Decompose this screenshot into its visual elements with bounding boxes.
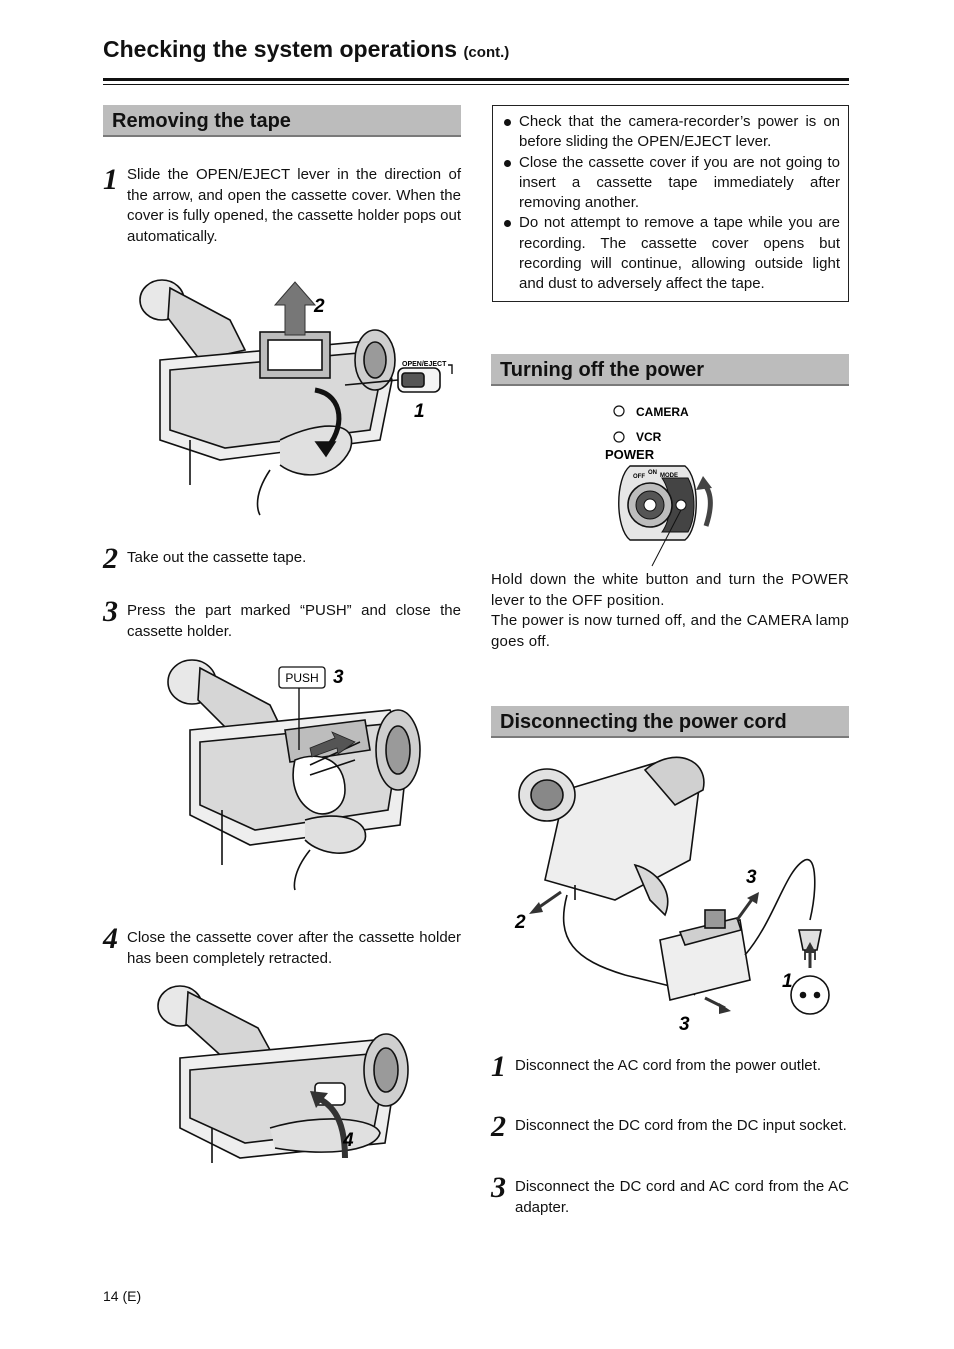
callout-label: 3 [333, 667, 344, 688]
step-4-remove: 4 Close the cassette cover after the cas… [103, 924, 461, 969]
callout-label: 1 [414, 401, 425, 422]
section-heading-power-cord: Disconnecting the power cord [491, 706, 849, 738]
vcr-lamp-label: VCR [636, 430, 662, 444]
step-number: 2 [103, 542, 118, 575]
step-text: Press the part marked “PUSH” and close t… [127, 602, 461, 640]
camera-close-cover-illustration: 4 [157, 985, 409, 1163]
step-1-cord: 1 Disconnect the AC cord from the power … [491, 1052, 849, 1082]
note-item: Do not attempt to remove a tape while yo… [503, 213, 840, 294]
callout-label: 1 [782, 971, 793, 992]
step-number: 3 [491, 1171, 506, 1204]
callout-label: 3 [679, 1014, 690, 1035]
step-2-remove: 2 Take out the cassette tape. [103, 544, 461, 574]
step-1-remove: 1 Slide the OPEN/EJECT lever in the dire… [103, 165, 461, 247]
step-number: 3 [103, 595, 118, 628]
power-label: POWER [605, 447, 655, 462]
dial-label: ON [648, 470, 657, 476]
step-text: Disconnect the DC cord and AC cord from … [515, 1178, 849, 1216]
power-off-instruction: Hold down the white button and turn the … [491, 571, 849, 609]
camera-push-holder-illustration: PUSH 3 [167, 659, 421, 891]
caution-notes-list: Check that the camera-recorder’s power i… [503, 112, 840, 295]
step-2-cord: 2 Disconnect the DC cord from the DC inp… [491, 1112, 849, 1142]
step-text: Disconnect the AC cord from the power ou… [515, 1057, 821, 1074]
step-text: Close the cassette cover after the casse… [127, 929, 461, 967]
title-rule [103, 78, 849, 81]
page-title: Checking the system operations (cont.) [103, 36, 509, 63]
caution-notes-box: Check that the camera-recorder’s power i… [492, 105, 849, 302]
power-off-result: The power is now turned off, and the CAM… [491, 612, 849, 650]
power-switch-illustration: CAMERA VCR POWER OFF ON MODE [605, 405, 713, 567]
page-title-text: Checking the system operations [103, 36, 458, 62]
note-item: Check that the camera-recorder’s power i… [503, 112, 840, 153]
step-number: 2 [491, 1110, 506, 1143]
camera-lamp-label: CAMERA [636, 405, 689, 419]
camera-lamp-icon [613, 405, 625, 417]
dial-label: MODE [660, 473, 678, 479]
open-eject-label: OPEN/EJECT [402, 361, 447, 368]
note-item: Close the cassette cover if you are not … [503, 153, 840, 214]
step-text: Take out the cassette tape. [127, 549, 307, 566]
push-label: PUSH [285, 671, 318, 685]
power-cord-illustration: 3 2 1 3 [514, 756, 830, 1035]
vcr-lamp-icon [613, 431, 625, 443]
section-heading-removing-tape: Removing the tape [103, 105, 461, 137]
step-text: Slide the OPEN/EJECT lever in the direct… [127, 166, 461, 245]
step-text: Disconnect the DC cord from the DC input… [515, 1117, 847, 1134]
step-number: 4 [103, 922, 118, 955]
callout-label: 2 [313, 296, 325, 317]
callout-label: 2 [514, 912, 526, 933]
page-title-cont: (cont.) [463, 44, 510, 61]
step-number: 1 [103, 163, 118, 196]
dial-label: OFF [633, 474, 645, 480]
camera-open-eject-illustration: OPEN/EJECT 2 1 [139, 279, 453, 516]
step-number: 1 [491, 1050, 506, 1083]
step-3-cord: 3 Disconnect the DC cord and AC cord fro… [491, 1173, 849, 1218]
step-3-remove: 3 Press the part marked “PUSH” and close… [103, 597, 461, 642]
callout-label: 4 [342, 1130, 354, 1151]
page-number: 14 (E) [103, 1288, 142, 1304]
callout-label: 3 [746, 867, 757, 888]
title-rule-thin [103, 84, 849, 85]
section-heading-power-off: Turning off the power [491, 354, 849, 386]
